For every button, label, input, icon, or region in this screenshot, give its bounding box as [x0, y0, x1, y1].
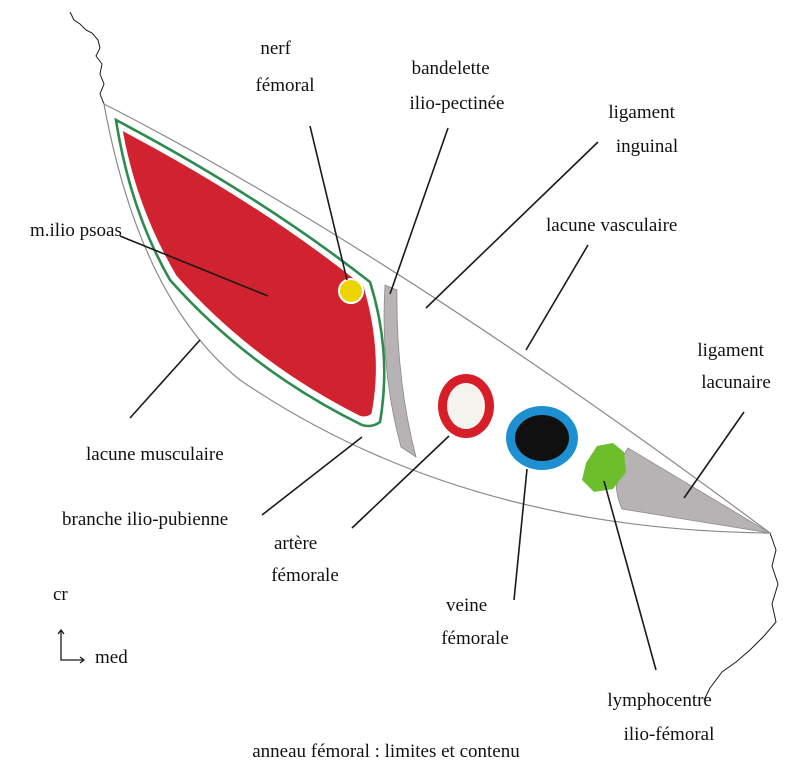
leader-branche [262, 437, 362, 515]
veine-femorale-lumen [515, 415, 569, 461]
figure-caption: anneau fémoral : limites et contenu [252, 741, 520, 762]
label-lacune-musculaire: lacune musculaire [86, 444, 224, 465]
label-bandelette: bandelette ilio-pectinée [410, 58, 505, 114]
label-lymphocentre: lymphocentre ilio-fémoral [607, 690, 716, 745]
leader-bandelette [390, 128, 448, 294]
label-lacune-vasculaire: lacune vasculaire [546, 215, 677, 236]
label-artere-femorale: artère fémorale [271, 533, 339, 586]
label-veine-femorale: veine fémorale [441, 595, 509, 649]
label-ligament-inguinal: ligament inguinal [608, 102, 679, 157]
orientation-axes-icon [58, 630, 84, 663]
leader-lacune-musculaire [130, 340, 200, 418]
torn-edge-top-left [70, 12, 104, 104]
orientation-cranial-label: cr [53, 584, 68, 605]
nerf-femoral-circle [339, 279, 363, 303]
label-ligament-lacunaire: ligament lacunaire [697, 340, 770, 393]
torn-edge-bottom-right [704, 533, 778, 700]
leader-ligament-lacunaire [684, 412, 744, 498]
orientation-medial-label: med [95, 647, 128, 668]
leader-lacune-vasculaire [526, 245, 588, 350]
artere-femorale-lumen [447, 383, 485, 429]
label-nerf-femoral: nerf fémoral [255, 38, 314, 96]
label-branche-ilio-pubienne: branche ilio-pubienne [62, 509, 228, 530]
label-m-ilio-psoas: m.ilio psoas [30, 220, 122, 241]
